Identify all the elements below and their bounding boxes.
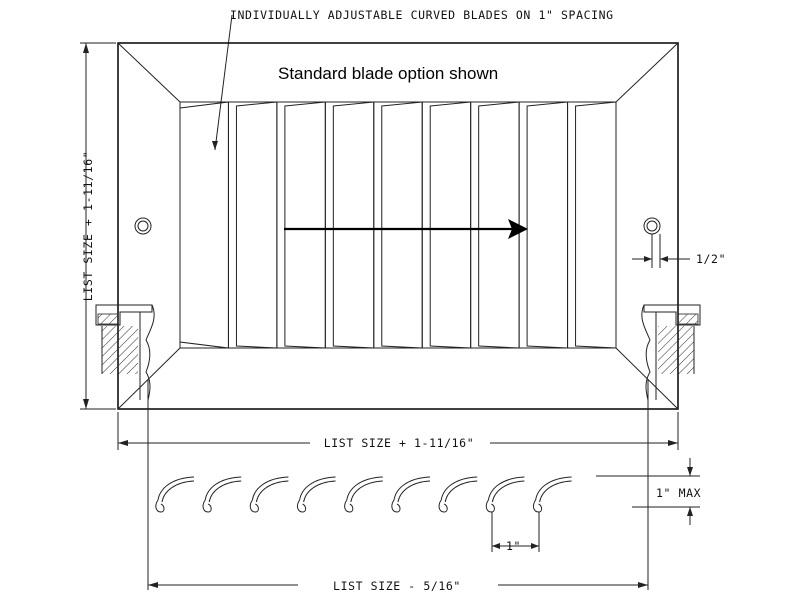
- front-blade: [421, 101, 472, 349]
- grille-frame: [117, 42, 679, 410]
- left-mounting-hole: [134, 217, 152, 235]
- front-blade: [567, 101, 617, 349]
- section-width-label: LIST SIZE - 5/16": [333, 579, 461, 593]
- blades-note-leader: [214, 14, 233, 151]
- front-blade: [179, 101, 229, 349]
- option-note-text: Standard blade option shown: [278, 64, 498, 83]
- hole-offset-label: 1/2": [696, 252, 726, 266]
- height-dimension-label: LIST SIZE + 1-11/16": [81, 151, 95, 301]
- front-blade: [324, 101, 375, 349]
- front-blades-group: [179, 101, 617, 349]
- front-blade: [373, 101, 423, 349]
- blades-note-text: INDIVIDUALLY ADJUSTABLE CURVED BLADES ON…: [230, 8, 614, 22]
- section-blade: [344, 476, 383, 513]
- height-dimension: [80, 42, 116, 410]
- section-blade: [249, 476, 289, 513]
- blades-note-arrowhead: [212, 141, 218, 150]
- front-blade: [227, 101, 278, 349]
- section-blade: [155, 476, 195, 513]
- section-blade: [438, 476, 478, 513]
- section-blade: [202, 476, 242, 513]
- section-view: [95, 304, 701, 513]
- section-blade: [391, 476, 431, 513]
- width-dimension-label: LIST SIZE + 1-11/16": [324, 436, 474, 450]
- section-blade: [485, 476, 525, 513]
- hole-offset-dimension: [632, 234, 690, 268]
- front-blade: [276, 101, 326, 349]
- section-blade: [296, 476, 336, 513]
- max-depth-label: 1" MAX: [656, 486, 701, 500]
- blade-spacing-label: 1": [506, 539, 521, 553]
- blade-spacing-dimension: [491, 512, 540, 552]
- front-blade: [518, 101, 569, 349]
- airflow-arrow-head: [508, 219, 528, 239]
- section-blade: [532, 476, 572, 513]
- right-mounting-hole: [643, 217, 661, 235]
